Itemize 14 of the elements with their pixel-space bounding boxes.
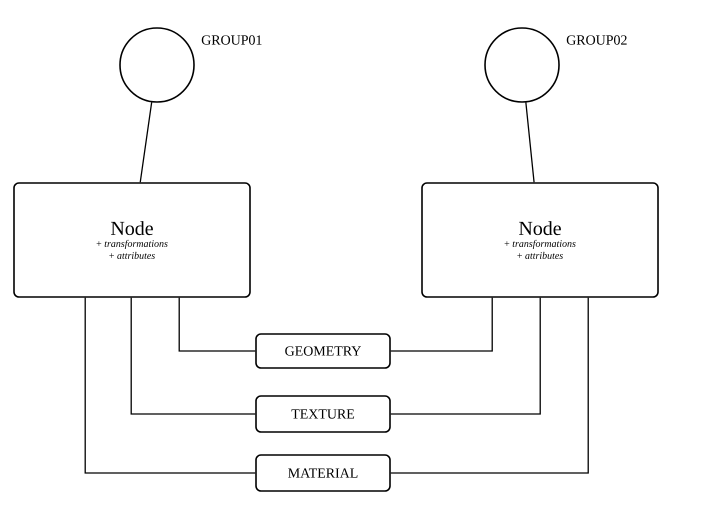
component-box: GEOMETRY xyxy=(255,333,391,369)
component-box: TEXTURE xyxy=(255,395,391,433)
group-label: GROUP01 xyxy=(202,35,262,45)
connector-line xyxy=(390,298,493,352)
node-box: Node + transformations + attributes xyxy=(13,182,251,298)
node-box: Node + transformations + attributes xyxy=(421,182,659,298)
connector-line xyxy=(525,102,535,182)
connector-line xyxy=(390,298,541,415)
connector-line xyxy=(140,102,152,182)
connector-line xyxy=(390,298,589,474)
group-label: GROUP02 xyxy=(566,35,627,45)
group-circle xyxy=(119,27,195,103)
group-circle xyxy=(484,27,560,103)
component-box: MATERIAL xyxy=(255,454,391,492)
